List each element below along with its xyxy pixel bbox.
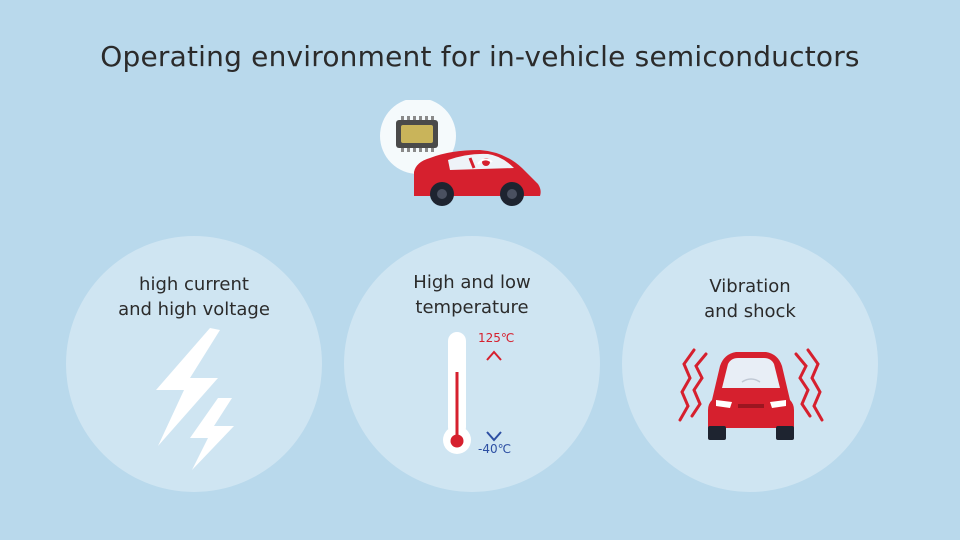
page-title: Operating environment for in-vehicle sem… (100, 40, 860, 73)
sports-car-icon (414, 150, 541, 206)
label-line: and shock (704, 301, 796, 322)
car-with-chip-illustration (380, 100, 541, 206)
low-temperature-label: -40℃ (478, 442, 512, 456)
semiconductor-chip-icon (396, 116, 438, 152)
label-line: and high voltage (118, 299, 270, 320)
circle-label: High and low temperature (344, 270, 600, 320)
vibrating-car-icon (678, 348, 824, 440)
thermometer-icon (443, 332, 471, 454)
label-line: high current (139, 274, 249, 295)
circle-label: high current and high voltage (66, 272, 322, 322)
circle-vibration: Vibration and shock (622, 236, 878, 492)
temperature-range-arrows-icon (486, 350, 502, 442)
label-line: Vibration (709, 276, 791, 297)
high-temperature-label: 125℃ (478, 331, 515, 345)
circle-label: Vibration and shock (622, 274, 878, 324)
label-line: temperature (415, 297, 529, 318)
label-line: High and low (413, 272, 531, 293)
lightning-bolt-icon (156, 328, 234, 470)
circle-current-voltage: high current and high voltage (66, 236, 322, 492)
circle-temperature: High and low temperature 125℃ -40℃ (344, 236, 600, 492)
